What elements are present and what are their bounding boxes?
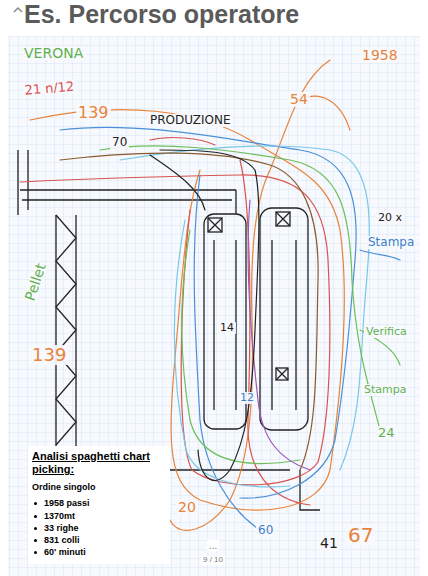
sketch-stroke [160,150,259,480]
handwritten-count: 24 [376,426,397,440]
sketch-stroke [272,240,296,410]
sketch-stroke [208,218,222,232]
sketch-stroke [165,469,290,470]
sketch-stroke [100,146,380,430]
box-heading: Analisi spaghetti chart picking: [32,450,164,476]
handwritten-count: 14 [218,322,236,334]
handwritten-count: 41 [318,536,340,551]
handwritten-area: Verifica [364,326,409,338]
handwritten-count: 67 [346,524,375,546]
operator-paths [20,60,400,530]
handwritten-note: 20 x [376,212,404,224]
sketch-stroke [60,153,318,470]
sketch-stroke [276,212,290,226]
sketch-stroke [208,218,222,232]
sketch-stroke [150,155,205,210]
bullet-item: 33 righe [32,522,164,534]
grid-paper [8,36,420,576]
sketch-stroke [60,127,356,498]
sketch-stroke [18,150,28,215]
sketch-stroke [170,60,330,530]
handwritten-area: PRODUZIONE [148,114,233,127]
sketch-stroke [175,220,290,487]
sketch-stroke [248,200,310,470]
sketch-stroke [20,190,236,200]
sketch-stroke [276,212,290,226]
sketch-stroke [276,368,288,380]
sketch-stroke [260,208,308,430]
box-subheading: Ordine singolo [32,482,164,492]
sketch-stroke [56,215,76,448]
sketch-stroke [56,215,76,445]
slide-title: Es. Percorso operatore [24,0,299,29]
page-number: 9 / 10 [201,556,225,565]
handwritten-count: 139 [30,345,68,365]
sketch-stroke [214,240,236,410]
handwritten-area: Stampa [366,236,416,249]
grid-lines [8,36,420,576]
handwritten-count: 139 [76,104,111,122]
sketch-stroke [360,250,400,260]
handwritten-count: 54 [288,92,310,107]
handwritten-count: 12 [238,392,256,404]
bullet-item: 60' minuti [32,546,164,558]
handwritten-area: Stampa [362,384,408,396]
sketch-stroke [120,146,369,470]
bullet-item: 831 colli [32,534,164,546]
handwritten-total: 1958 [360,48,400,63]
sketch-stroke [235,190,236,214]
sketch-stroke [194,175,260,530]
more-indicator: ... [207,540,219,551]
collapse-icon [14,8,22,12]
sketch-stroke [150,138,215,145]
sketch-stroke [276,368,288,380]
bullet-item: 1370mt [32,510,164,522]
handwritten-count: 60 [256,524,275,537]
handwritten-note: VERONA [22,46,85,61]
summary-box: Analisi spaghetti chart picking: Ordine s… [28,446,170,564]
sketch-stroke [182,230,300,464]
handwritten-count: 70 [110,136,129,149]
sketch-stroke [240,160,310,505]
bullet-item: 1958 passi [32,497,164,509]
handwritten-count: 20 [176,500,198,515]
